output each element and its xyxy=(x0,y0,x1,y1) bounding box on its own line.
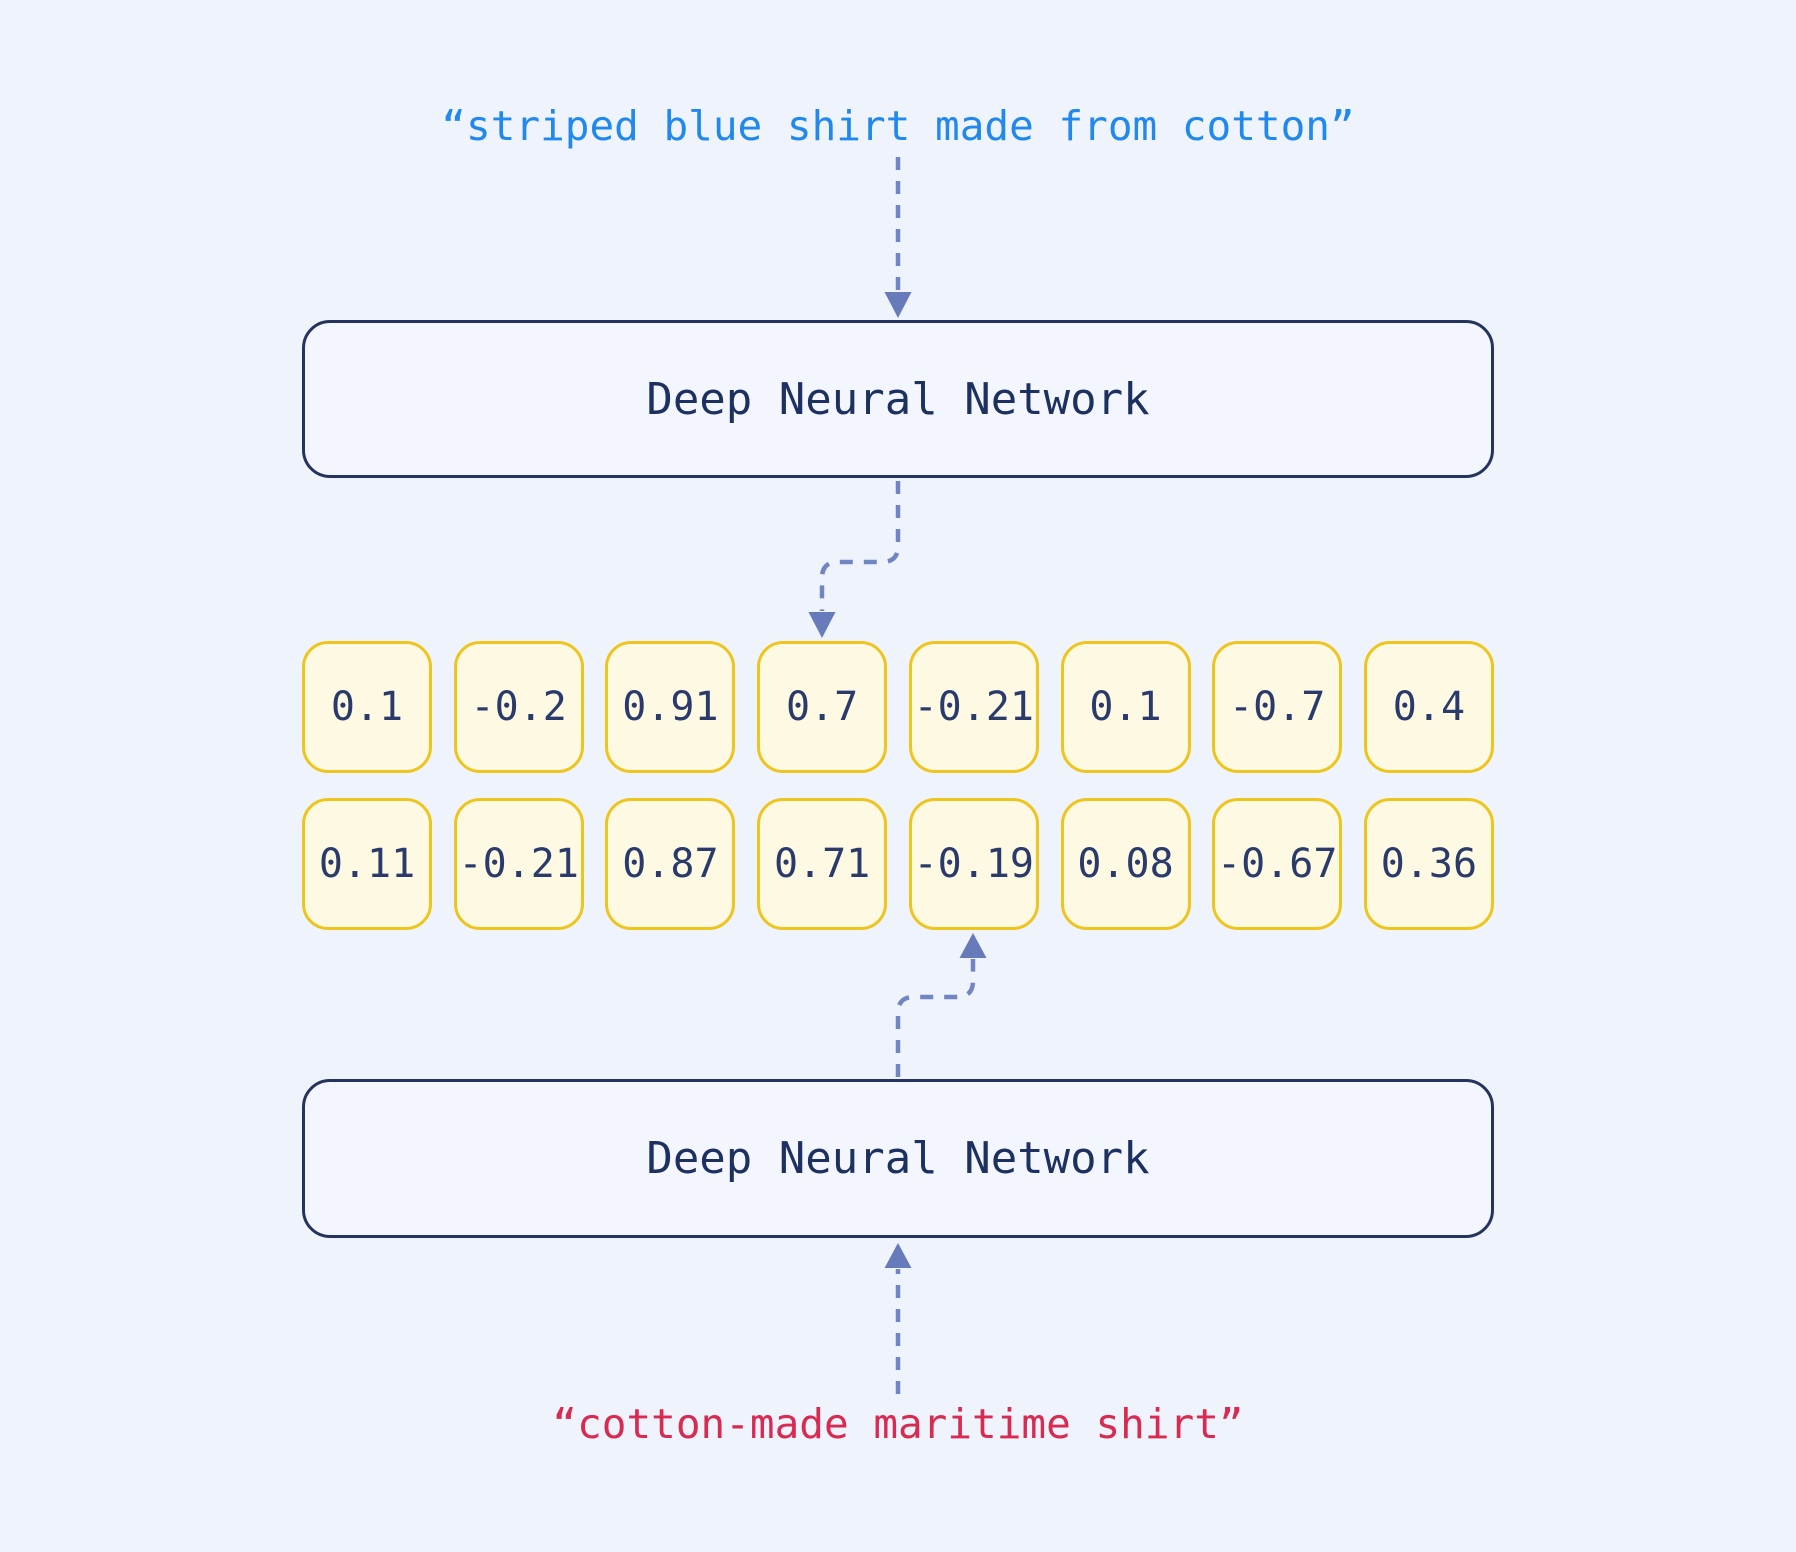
vector-cell: 0.7 xyxy=(757,641,888,773)
dashed-elbow-arrow-into-vector-icon xyxy=(808,481,901,638)
vector-cell: 0.4 xyxy=(1363,641,1494,773)
vector-cell: 0.1 xyxy=(1060,641,1191,773)
vector-cell: 0.36 xyxy=(1363,798,1494,930)
vector-cell: 0.08 xyxy=(1060,798,1191,930)
vector-cell: 0.91 xyxy=(605,641,736,773)
vector-cell: 0.87 xyxy=(605,798,736,930)
dashed-arrow-up-bottom-icon xyxy=(884,1243,912,1394)
embedding-grid: 0.1 -0.2 0.91 0.7 -0.21 0.1 -0.7 0.4 0.1… xyxy=(302,641,1494,930)
vector-cell: 0.11 xyxy=(302,798,432,930)
query-text-top: “striped blue shirt made from cotton” xyxy=(441,102,1355,150)
dnn-label-bottom: Deep Neural Network xyxy=(646,1133,1150,1184)
dashed-arrow-down-top-icon xyxy=(884,157,912,318)
vector-cell: -0.67 xyxy=(1212,798,1343,930)
dnn-label-top: Deep Neural Network xyxy=(646,373,1150,425)
dnn-box-top: Deep Neural Network xyxy=(302,320,1494,478)
vector-cell: -0.21 xyxy=(453,798,584,930)
dnn-box-bottom: Deep Neural Network xyxy=(302,1079,1494,1238)
dashed-elbow-arrow-from-bottom-encoder-icon xyxy=(895,933,987,1077)
vector-row-2: 0.11 -0.21 0.87 0.71 -0.19 0.08 -0.67 0.… xyxy=(302,798,1494,930)
vector-cell: 0.1 xyxy=(302,641,432,773)
vector-cell: 0.71 xyxy=(757,798,888,930)
arrowhead-icon xyxy=(808,612,836,638)
vector-cell: -0.7 xyxy=(1212,641,1343,773)
arrowhead-icon xyxy=(884,1243,912,1268)
vector-cell: -0.21 xyxy=(908,641,1039,773)
vector-row-1: 0.1 -0.2 0.91 0.7 -0.21 0.1 -0.7 0.4 xyxy=(302,641,1494,773)
arrowhead-icon xyxy=(884,292,912,318)
arrowhead-icon xyxy=(959,933,987,958)
query-text-bottom: “cotton-made maritime shirt” xyxy=(552,1400,1244,1448)
vector-cell: -0.19 xyxy=(908,798,1039,930)
vector-cell: -0.2 xyxy=(453,641,584,773)
